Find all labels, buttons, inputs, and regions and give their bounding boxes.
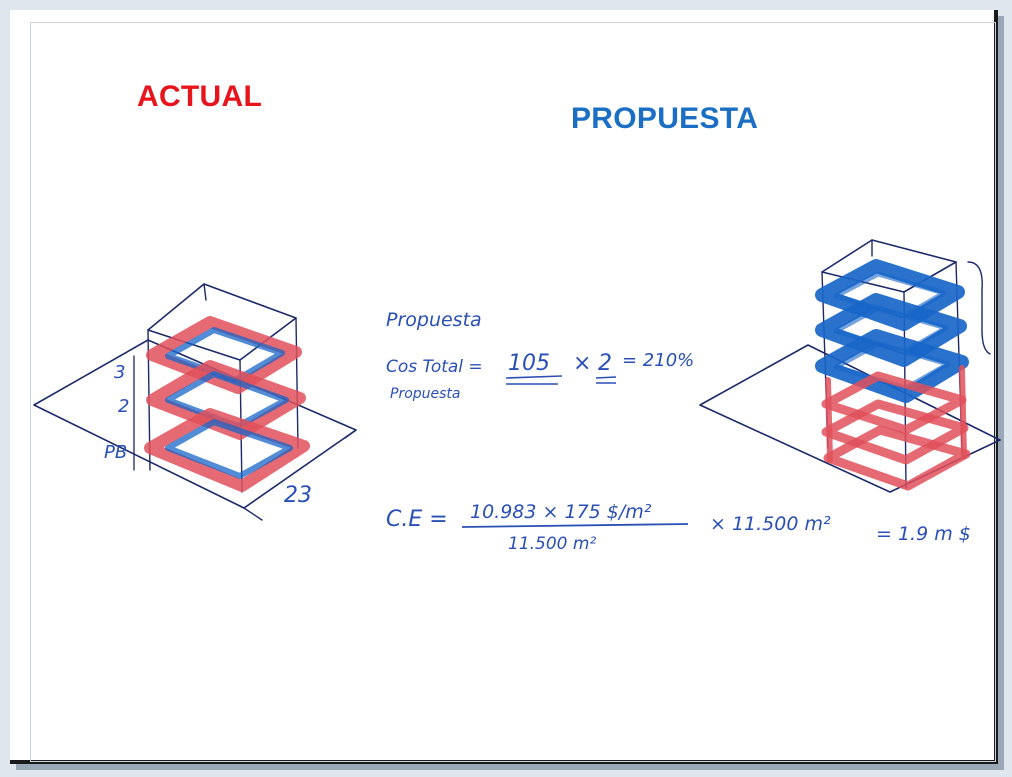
formula-lhs: C.E = — [386, 507, 448, 532]
actual-floor-label-3: 3 — [114, 362, 125, 383]
heading-actual: ACTUAL — [137, 80, 263, 113]
notes-line2-prefix: Cos Total = — [386, 357, 483, 377]
propuesta-ground-plane — [699, 344, 1001, 493]
formula-block: C.E = 10.983 × 175 $/m² 11.500 m² × 11.5… — [386, 501, 971, 554]
notes-line2-a: 105 — [508, 351, 550, 376]
notes-line2-result: = 210% — [622, 350, 694, 371]
formula-denominator: 11.500 m² — [508, 534, 596, 554]
actual-corner-label: 23 — [284, 483, 312, 508]
actual-floor-pb — [144, 408, 310, 492]
propuesta-bracket — [967, 261, 991, 355]
heading-propuesta: PROPUESTA — [571, 102, 759, 135]
formula-result: = 1.9 m $ — [876, 523, 971, 545]
notes-line2-x: × — [573, 351, 591, 376]
actual-floor-label-pb: PB — [104, 442, 127, 463]
notes-block: Propuesta Cos Total = 105 × 2 = 210% Pro… — [386, 309, 694, 402]
propuesta-building-sketch — [699, 239, 1001, 493]
actual-plane-extension — [243, 429, 357, 521]
notes-line3: Propuesta — [390, 386, 461, 402]
formula-multiplier: × 11.500 m² — [710, 513, 831, 535]
formula-numerator: 10.983 × 175 $/m² — [470, 501, 652, 523]
notes-underline-a — [505, 375, 563, 385]
actual-floor-label-2: 2 — [118, 396, 129, 417]
notes-line2-b: 2 — [598, 351, 612, 376]
propuesta-red-columns — [825, 365, 967, 463]
notes-underline-b — [595, 376, 617, 384]
formula-fraction-bar — [461, 523, 689, 528]
notes-line1: Propuesta — [386, 309, 482, 331]
actual-building-sketch — [33, 283, 357, 521]
